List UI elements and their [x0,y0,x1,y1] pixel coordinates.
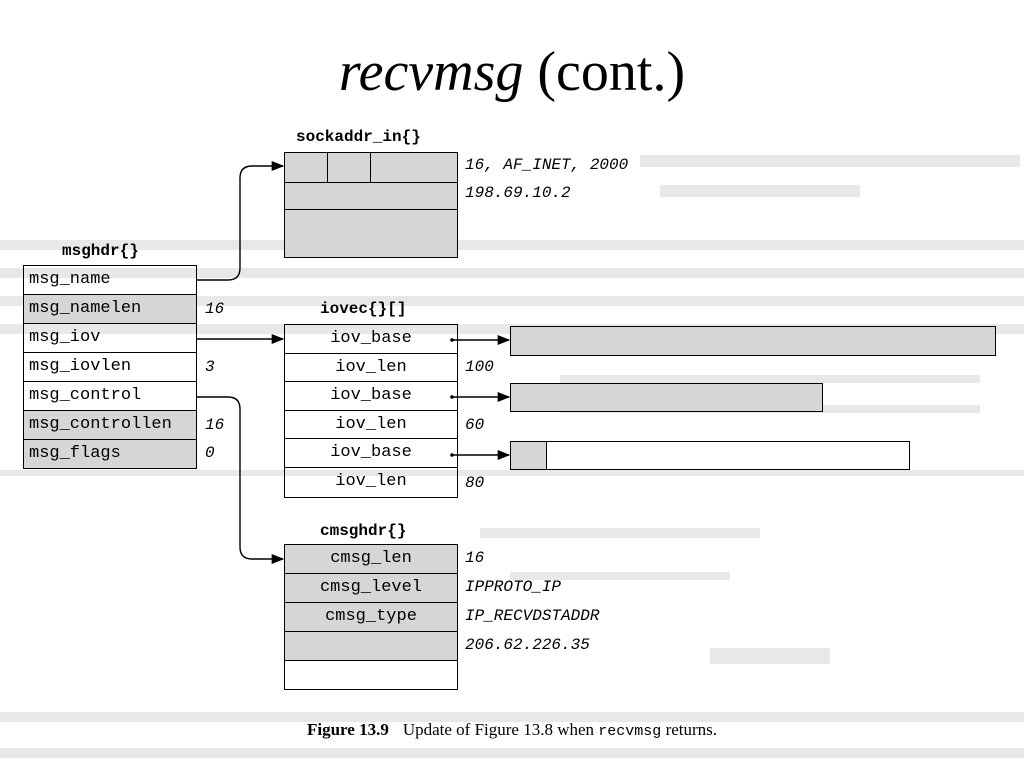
slide-title-main: recvmsg [338,41,524,103]
iovec-field: iov_len [285,411,457,439]
sockaddr-value-line2: 198.69.10.2 [465,184,571,202]
cmsghdr-struct: cmsg_len cmsg_level cmsg_type [284,544,458,690]
figure-caption: Figure 13.9 Update of Figure 13.8 when re… [0,719,1024,743]
iovec-field: iov_len [285,354,457,382]
cmsghdr-value: IPPROTO_IP [465,578,562,596]
iovec-field: iov_base [285,325,457,354]
iov-buffer-1 [510,326,996,356]
sockaddr-in-row3 [285,210,457,257]
iov-buffer-3 [510,441,910,470]
msghdr-field: msg_iov [24,324,196,353]
iov-buffer-2-fill [511,384,822,411]
msghdr-value: 0 [205,444,215,462]
sockaddr-in-row2 [285,183,457,210]
iovec-value: 60 [465,416,485,434]
slide-title: recvmsg (cont.) [0,40,1024,104]
msghdr-field: msg_iovlen [24,353,196,382]
msghdr-value: 3 [205,358,215,376]
sockaddr-divider [370,153,371,182]
iovec-value: 80 [465,474,485,492]
iovec-field: iov_base [285,382,457,411]
caption-end: returns. [661,720,718,739]
iovec-label: iovec{}[] [320,300,407,318]
cmsghdr-value: 206.62.226.35 [465,636,590,654]
sockaddr-in-row1 [285,153,457,183]
cmsghdr-label: cmsghdr{} [320,522,407,540]
sockaddr-in-struct [284,152,458,258]
msghdr-field: msg_flags [24,440,196,468]
iovec-value: 100 [465,358,494,376]
caption-code: recvmsg [598,723,662,740]
iovec-field: iov_len [335,472,407,491]
iovec-field: iov_base [285,439,457,468]
cmsghdr-field [285,661,457,689]
caption-text: Update of Figure 13.8 when [402,720,599,739]
cmsghdr-value: IP_RECVDSTADDR [465,607,600,625]
sockaddr-divider [327,153,328,182]
iov-buffer-1-fill [511,327,995,355]
msghdr-value: 16 [205,416,225,434]
caption-figure-number: Figure 13.9 [306,720,389,739]
slide-title-suffix: (cont.) [523,41,686,103]
msghdr-field: msg_namelen [24,295,196,324]
msghdr-field: msg_controllen [24,411,196,440]
cmsghdr-value: 16 [465,549,485,567]
cmsghdr-field: cmsg_type [285,603,457,632]
cmsghdr-field: cmsg_len [285,545,457,574]
cmsghdr-field [285,632,457,661]
sockaddr-value-line1: 16, AF_INET, 2000 [465,156,629,174]
sockaddr-in-label: sockaddr_in{} [296,128,421,146]
arrow-msg-name-to-sockaddr [197,160,285,281]
cmsghdr-field: cmsg_level [285,574,457,603]
iov-buffer-2 [510,383,823,412]
msghdr-struct: msg_name msg_namelen msg_iov msg_iovlen … [23,265,197,469]
msghdr-field: msg_name [24,266,196,295]
iov-buffer-3-fill [511,442,547,469]
msghdr-value: 16 [205,300,225,318]
msghdr-field: msg_control [24,382,196,411]
msghdr-label: msghdr{} [62,242,139,260]
iovec-struct: iov_base iov_len iov_base iov_len iov_ba… [284,324,458,498]
